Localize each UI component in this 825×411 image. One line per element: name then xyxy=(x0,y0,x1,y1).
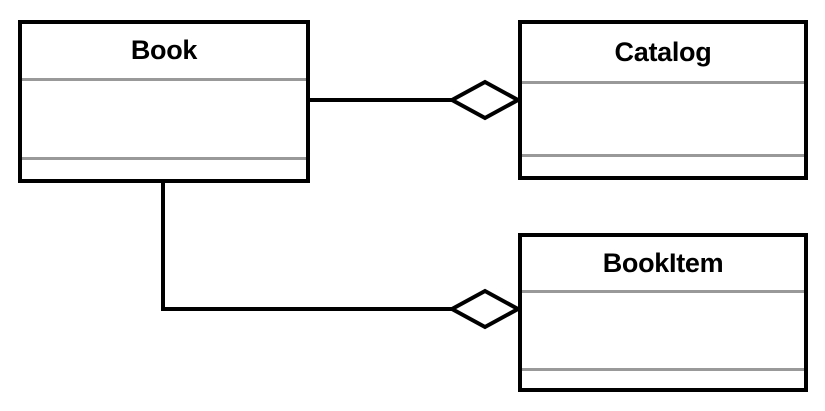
uml-class-catalog-divider-attributes xyxy=(522,81,804,85)
aggregation-diamond-bookitem-icon xyxy=(447,288,523,330)
connector-book-bookitem-horizontal[interactable] xyxy=(161,307,456,311)
uml-class-book[interactable]: Book xyxy=(18,20,310,183)
connector-book-catalog[interactable] xyxy=(308,98,456,102)
uml-class-bookitem-operations-compartment xyxy=(522,371,804,388)
uml-class-book-divider-operations xyxy=(22,157,306,161)
uml-class-book-name: Book xyxy=(130,35,198,66)
uml-class-book-divider-attributes xyxy=(22,77,306,81)
uml-class-catalog-divider-operations xyxy=(522,153,804,157)
uml-class-book-operations-compartment xyxy=(22,160,306,179)
uml-class-bookitem-name-compartment: BookItem xyxy=(522,237,804,290)
uml-class-book-name-compartment: Book xyxy=(22,24,306,78)
uml-class-bookitem-name: BookItem xyxy=(602,247,724,278)
uml-class-bookitem-divider-operations xyxy=(522,368,804,372)
uml-class-catalog[interactable]: Catalog xyxy=(518,20,808,180)
uml-class-catalog-attributes-compartment xyxy=(522,84,804,153)
uml-class-bookitem-divider-attributes xyxy=(522,289,804,293)
uml-class-bookitem-attributes-compartment xyxy=(522,293,804,368)
uml-class-catalog-operations-compartment xyxy=(522,157,804,176)
aggregation-diamond-catalog-icon xyxy=(447,79,523,121)
uml-class-book-attributes-compartment xyxy=(22,81,306,157)
uml-class-bookitem[interactable]: BookItem xyxy=(518,233,808,392)
uml-class-catalog-name-compartment: Catalog xyxy=(522,24,804,81)
connector-book-bookitem-vertical[interactable] xyxy=(161,179,165,311)
uml-class-catalog-name: Catalog xyxy=(614,37,712,68)
